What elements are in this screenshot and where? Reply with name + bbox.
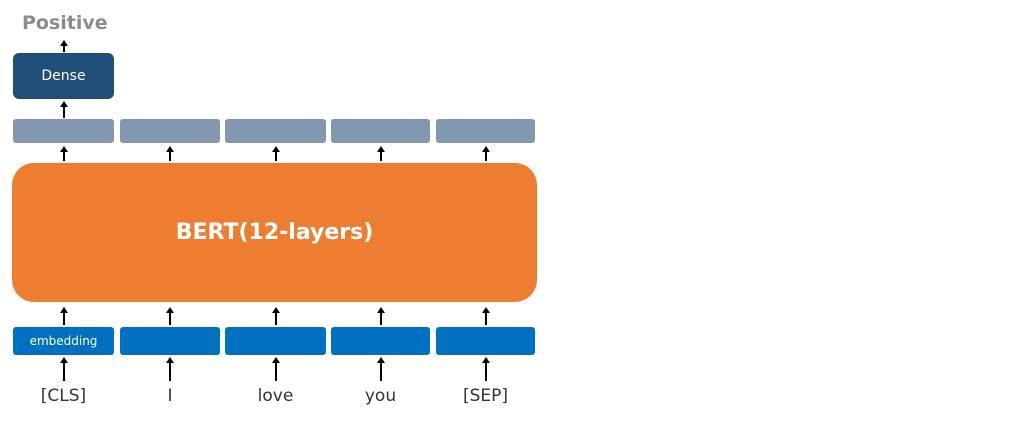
arrow-up-icon xyxy=(165,146,175,161)
arrow-up-icon xyxy=(481,357,491,381)
hidden-output-box xyxy=(436,119,535,143)
output-label: Positive xyxy=(22,12,108,34)
arrow-up-icon xyxy=(165,307,175,325)
token-label: love xyxy=(257,386,294,406)
hidden-output-box xyxy=(120,119,220,143)
embedding-box xyxy=(225,327,326,355)
embedding-box xyxy=(120,327,220,355)
arrow-up-icon xyxy=(481,146,491,161)
embedding-box xyxy=(436,327,535,355)
arrow-up-icon xyxy=(59,146,69,161)
arrow-up-icon xyxy=(59,40,69,52)
hidden-output-box xyxy=(331,119,430,143)
arrow-up-icon xyxy=(59,357,69,381)
arrow-up-icon xyxy=(271,307,281,325)
dense-layer-box: Dense xyxy=(13,53,114,99)
token-label: [CLS] xyxy=(40,386,87,406)
arrow-up-icon xyxy=(376,307,386,325)
token-label: [SEP] xyxy=(462,386,509,406)
arrow-up-icon xyxy=(376,146,386,161)
arrow-up-icon xyxy=(59,307,69,325)
arrow-up-icon xyxy=(271,357,281,381)
arrow-up-icon xyxy=(376,357,386,381)
bert-encoder-box: BERT(12-layers) xyxy=(12,163,537,302)
hidden-output-box xyxy=(225,119,326,143)
arrow-up-icon xyxy=(271,146,281,161)
hidden-output-box xyxy=(13,119,114,143)
embedding-box xyxy=(331,327,430,355)
token-label: you xyxy=(364,386,397,406)
token-label: I xyxy=(167,386,173,406)
embedding-box: embedding xyxy=(13,327,114,355)
arrow-up-icon xyxy=(165,357,175,381)
arrow-up-icon xyxy=(59,101,69,118)
arrow-up-icon xyxy=(481,307,491,325)
